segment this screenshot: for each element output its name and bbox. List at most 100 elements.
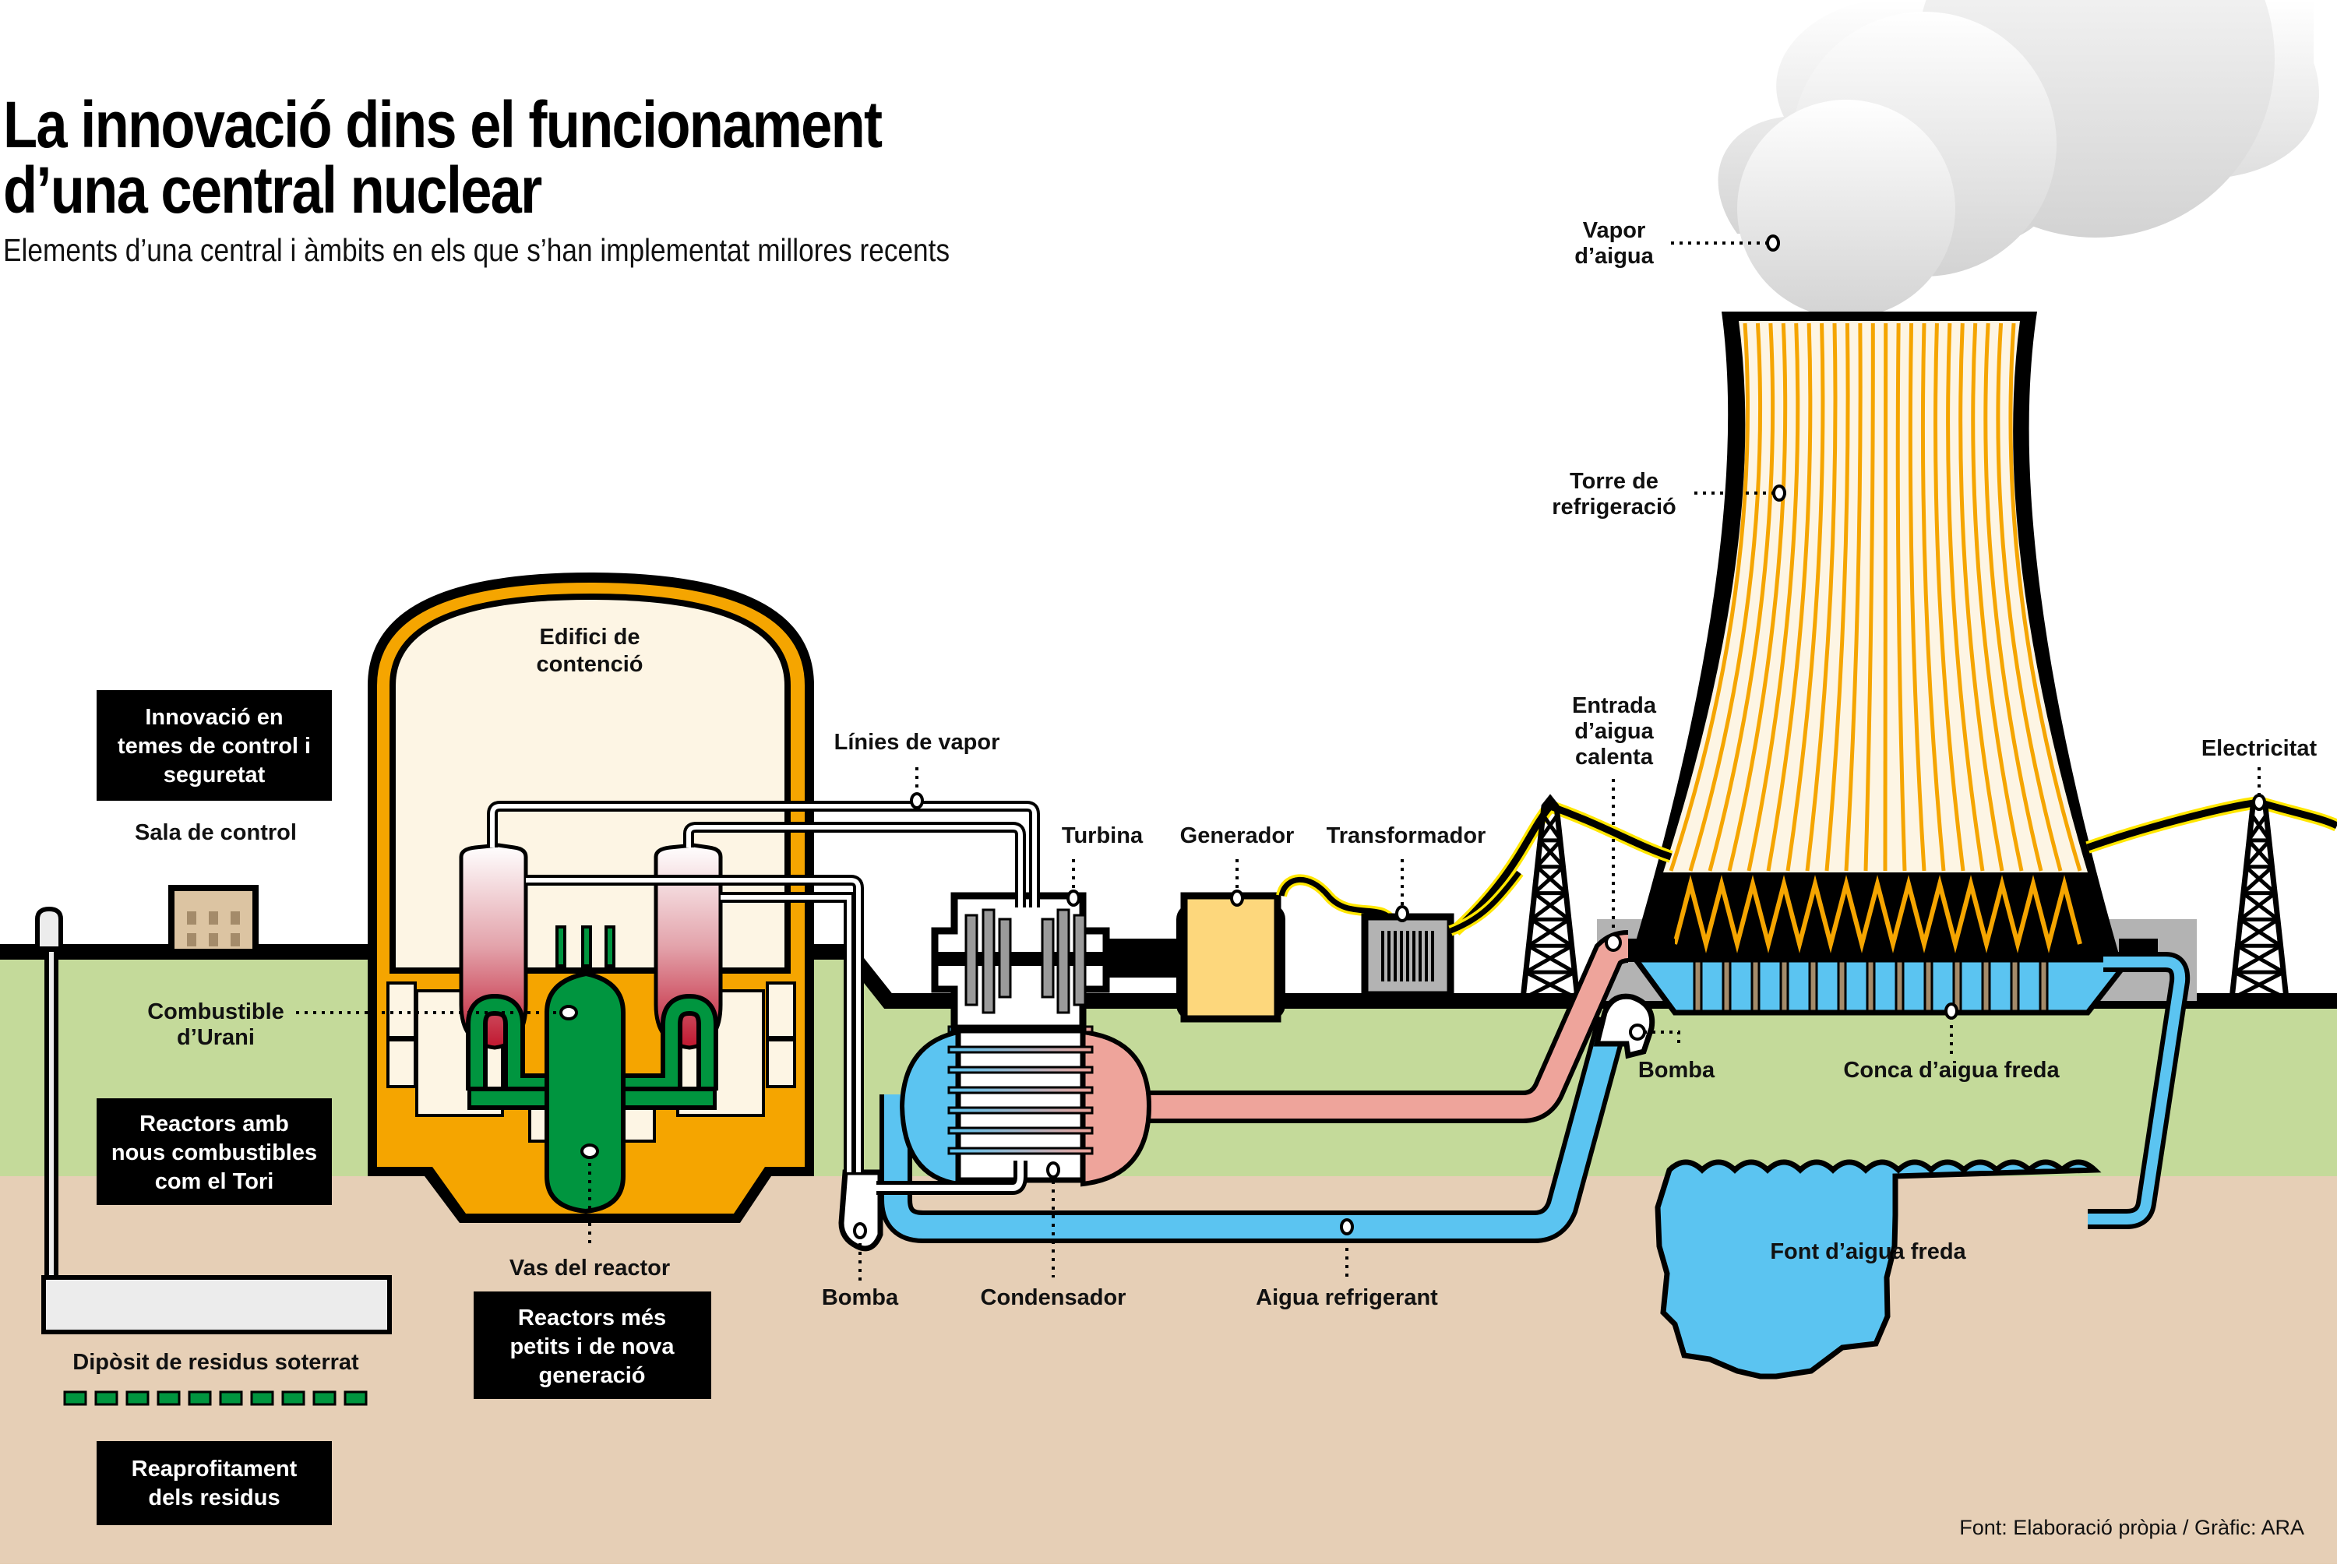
turbine-blade bbox=[998, 918, 1012, 999]
generator bbox=[1176, 874, 1395, 1023]
cooling-tower bbox=[1597, 312, 2197, 1016]
tower-stripe bbox=[1824, 322, 1850, 872]
tower-stripe bbox=[1958, 322, 2004, 872]
marker-pump bbox=[853, 1222, 867, 1239]
basin-post bbox=[1750, 960, 1761, 1013]
condenser-tube bbox=[947, 1106, 1094, 1115]
waste-container bbox=[344, 1390, 368, 1406]
tower-stripe bbox=[1688, 322, 1763, 872]
basin-post bbox=[1779, 960, 1789, 1013]
condenser-tube bbox=[947, 1066, 1094, 1074]
tower-stripe bbox=[1863, 322, 1875, 872]
label-uranium-line2: d’Urani bbox=[177, 1025, 255, 1050]
turbine-shaft bbox=[1106, 939, 1184, 978]
label-waste-repository: Dipòsit de residus soterrat bbox=[72, 1350, 359, 1375]
waste-container bbox=[188, 1390, 212, 1406]
tower-stripe bbox=[1946, 322, 1985, 872]
marker-steam-lines bbox=[910, 792, 924, 809]
marker-turbine bbox=[1066, 890, 1080, 907]
box-fuels-line1: Reactors amb bbox=[139, 1112, 289, 1136]
box-fuels-line3: com el Tori bbox=[155, 1169, 274, 1194]
turbine-blade bbox=[964, 914, 978, 1006]
basin-post bbox=[1923, 960, 1933, 1013]
waste-container bbox=[157, 1390, 181, 1406]
condenser-tube bbox=[947, 1147, 1094, 1155]
tower-stripe bbox=[1883, 322, 1888, 872]
label-uranium-line1: Combustible bbox=[147, 999, 284, 1024]
label-electricity: Electricitat bbox=[2201, 736, 2318, 761]
tower-stripe bbox=[1920, 322, 1946, 872]
power-pylon-left bbox=[1520, 794, 1581, 1001]
label-vapor-line2: d’aigua bbox=[1574, 244, 1654, 269]
basin-post bbox=[1895, 960, 1905, 1013]
title-line-1: La innovació dins el funcionament bbox=[3, 88, 883, 161]
basin-post bbox=[1866, 960, 1876, 1013]
tower-fill-lines bbox=[1669, 322, 2082, 872]
feed-pump bbox=[838, 1169, 883, 1252]
tower-stripe bbox=[1766, 322, 1813, 872]
tower-stripe bbox=[1844, 322, 1863, 872]
marker-tower bbox=[1772, 484, 1786, 502]
marker-vapor bbox=[1766, 234, 1780, 252]
label-cold-basin: Conca d’aigua freda bbox=[1843, 1058, 2060, 1083]
basin-post bbox=[1837, 960, 1847, 1013]
turbine-blade bbox=[1073, 914, 1087, 1006]
waste-container bbox=[94, 1390, 118, 1406]
box-fuels-line2: nous combustibles bbox=[111, 1140, 317, 1165]
turbine-blade bbox=[1041, 918, 1055, 999]
cold-water-basin bbox=[1630, 957, 2135, 1016]
label-condenser: Condensador bbox=[981, 1285, 1126, 1310]
waste-container bbox=[63, 1390, 87, 1406]
tower-stripe bbox=[1708, 322, 1775, 872]
tower-stripe bbox=[1895, 322, 1907, 872]
tower-fill-zigzag bbox=[1673, 875, 2082, 953]
waste-container bbox=[250, 1390, 274, 1406]
marker-dots bbox=[559, 234, 2266, 1239]
marker-cooling-water bbox=[1340, 1218, 1354, 1235]
label-steam-lines: Línies de vapor bbox=[834, 730, 1000, 755]
label-containment-line2: contenció bbox=[537, 652, 643, 677]
condenser bbox=[899, 1010, 1152, 1187]
waste-container bbox=[281, 1390, 305, 1406]
pylon-frame bbox=[1520, 794, 1581, 999]
box-small-line3: generació bbox=[539, 1363, 646, 1388]
basin-post bbox=[1981, 960, 1991, 1013]
marker-electricity bbox=[2252, 794, 2266, 811]
cold-water-source-pond bbox=[1655, 1159, 2102, 1379]
tower-stripe bbox=[1669, 322, 1750, 872]
label-transformer: Transformador bbox=[1327, 823, 1486, 848]
label-tower-line2: refrigeració bbox=[1552, 495, 1676, 520]
waste-repository bbox=[35, 906, 392, 1406]
label-control-room: Sala de control bbox=[135, 820, 297, 845]
power-pylon-right bbox=[2229, 794, 2289, 1001]
label-cooling-water: Aigua refrigerant bbox=[1256, 1285, 1438, 1310]
tower-stripe bbox=[1971, 322, 2024, 872]
label-pump-left: Bomba bbox=[822, 1285, 899, 1310]
basin-post bbox=[1808, 960, 1818, 1013]
box-small-line1: Reactors més bbox=[518, 1305, 666, 1330]
tower-stripe bbox=[1785, 322, 1825, 872]
reactor-vessel bbox=[466, 925, 718, 1214]
innovation-box-waste-reuse: Reaprofitament dels residus bbox=[97, 1441, 332, 1525]
waste-container bbox=[125, 1390, 150, 1406]
label-turbine: Turbina bbox=[1062, 823, 1144, 848]
innovation-box-new-fuels: Reactors amb nous combustibles com el To… bbox=[97, 1098, 332, 1205]
control-room-building bbox=[168, 885, 259, 955]
marker-hot-water-inlet bbox=[1605, 933, 1622, 952]
condenser-tube bbox=[947, 1126, 1094, 1135]
power-lines bbox=[1450, 795, 2337, 936]
marker-generator bbox=[1230, 890, 1244, 907]
tower-stripe bbox=[1747, 322, 1800, 872]
marker-transformer bbox=[1395, 905, 1409, 922]
label-pump-right: Bomba bbox=[1638, 1058, 1715, 1083]
box-waste-line1: Reaprofitament bbox=[132, 1457, 298, 1482]
marker-reactor-vessel bbox=[580, 1143, 599, 1159]
marker-basin bbox=[1944, 1002, 1958, 1020]
tower-stripe bbox=[1805, 322, 1838, 872]
waste-container bbox=[312, 1390, 337, 1406]
page-title: La innovació dins el funcionament d’una … bbox=[3, 88, 883, 223]
box-control-line2: temes de control i bbox=[118, 734, 311, 759]
label-reactor-vessel: Vas del reactor bbox=[509, 1256, 670, 1281]
page-subtitle: Elements d’una central i àmbits en els q… bbox=[3, 232, 950, 268]
